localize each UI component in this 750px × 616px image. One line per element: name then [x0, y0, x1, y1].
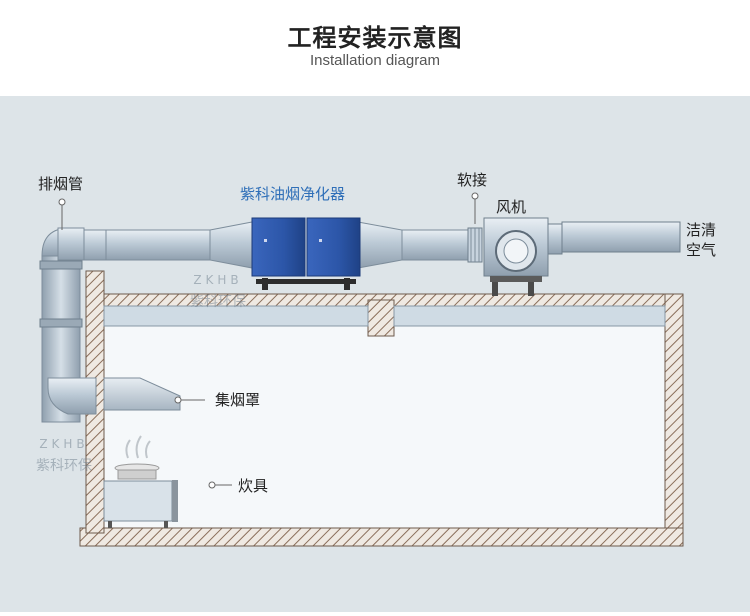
label-clean-air-1: 洁清 — [686, 221, 716, 239]
label-fan: 风机 — [496, 198, 526, 216]
watermark: ZKHB 紫科环保 ZKHB 紫科环保 — [36, 273, 246, 474]
watermark-chinese-top: 紫科环保 — [190, 294, 246, 310]
stove — [103, 435, 178, 528]
leader-lines — [58, 192, 479, 489]
installation-diagram: ZKHB 紫科环保 ZKHB 紫科环保 排烟管 紫科油烟净化器 软接 风机 洁清… — [0, 96, 750, 612]
main-duct — [83, 221, 469, 269]
page-subtitle: Installation diagram — [309, 52, 441, 69]
ceiling-duct — [103, 305, 666, 327]
label-stove: 炊具 — [238, 477, 268, 495]
label-clean-air-2: 空气 — [686, 241, 716, 259]
label-exhaust-pipe: 排烟管 — [38, 175, 83, 193]
page-title: 工程安装示意图 — [287, 24, 463, 52]
fan — [483, 217, 681, 296]
building-walls — [79, 270, 684, 547]
soft-joint — [467, 227, 483, 263]
header: 工程安装示意图 Installation diagram — [0, 0, 750, 96]
diagram-stage: ZKHB 紫科环保 ZKHB 紫科环保 排烟管 紫科油烟净化器 软接 风机 洁清… — [0, 96, 750, 612]
purifier-unit — [251, 217, 361, 290]
watermark-latin-top: ZKHB — [193, 273, 242, 287]
watermark-chinese-bottom: 紫科环保 — [36, 458, 92, 474]
label-purifier: 紫科油烟净化器 — [240, 185, 345, 203]
label-soft-joint: 软接 — [457, 171, 487, 189]
exhaust-pipe — [39, 227, 97, 423]
watermark-latin-bottom: ZKHB — [39, 437, 88, 451]
label-hood: 集烟罩 — [215, 391, 260, 409]
hood — [103, 377, 181, 411]
